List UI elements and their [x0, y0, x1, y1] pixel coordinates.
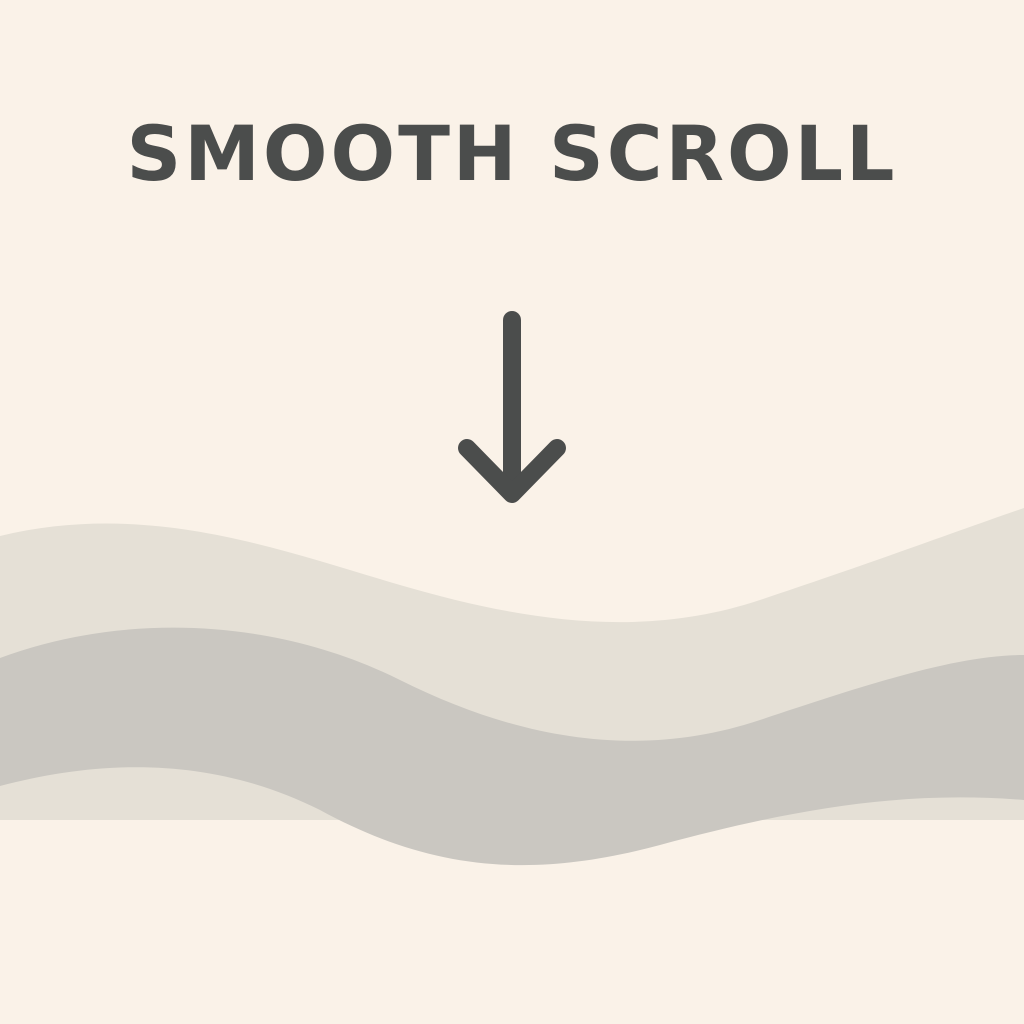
arrow-head [458, 439, 566, 503]
wave-band-dark [0, 627, 1024, 866]
page-title: SMOOTH SCROLL [126, 109, 898, 198]
arrow-down-icon[interactable] [452, 300, 572, 515]
